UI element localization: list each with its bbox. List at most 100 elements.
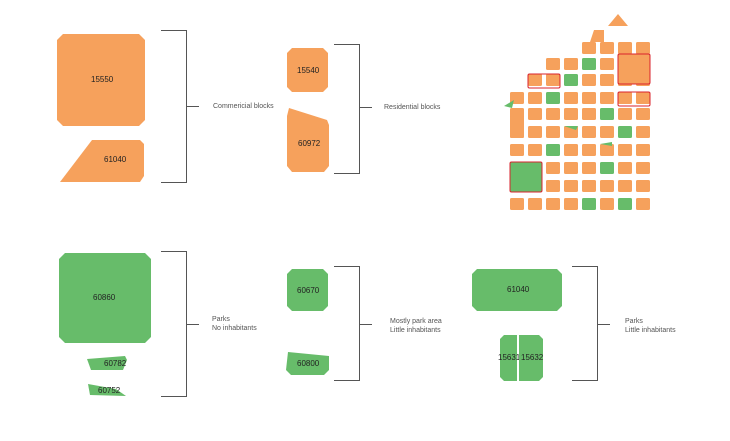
- map-block: [510, 144, 524, 156]
- map-block: [636, 144, 650, 156]
- caption-line-1: Mostly park area: [390, 318, 442, 325]
- mostly-park-bracket-tick: [360, 324, 372, 325]
- block-60782: 60782: [87, 356, 127, 370]
- commercial-bracket-tick: [187, 106, 199, 107]
- map-block: [600, 92, 614, 104]
- map-block: [600, 74, 614, 86]
- block-label: 60670: [297, 286, 320, 295]
- parks-no-inhabitants-bracket-tick: [187, 324, 199, 325]
- block-60972: 60972: [287, 108, 329, 172]
- block-60670: 60670: [287, 269, 328, 311]
- caption-line-2: Little inhabitants: [625, 327, 676, 334]
- map-block: [636, 92, 650, 104]
- block-15631: 15631: [498, 335, 521, 381]
- map-block: [546, 58, 560, 70]
- map-block: [590, 30, 604, 42]
- map-block: [600, 126, 614, 138]
- map-block: [600, 144, 614, 156]
- residential-caption: Residential blocks: [384, 104, 441, 111]
- map-block: [546, 126, 560, 138]
- block-60860: 60860: [59, 253, 151, 343]
- block-60752: 60752: [88, 384, 126, 396]
- block-label: 60752: [98, 386, 121, 395]
- map-block: [600, 198, 614, 210]
- map-block: [564, 144, 578, 156]
- map-block-large: [617, 53, 651, 85]
- map-block: [636, 198, 650, 210]
- map-block: [546, 108, 560, 120]
- map-highlight: [617, 91, 651, 107]
- map-block: [528, 144, 542, 156]
- map-block: [582, 144, 596, 156]
- block-label: 60800: [297, 359, 320, 368]
- map-block: [564, 58, 578, 70]
- block-61040-park: 61040: [472, 269, 562, 311]
- map-block: [528, 108, 542, 120]
- map-block: [582, 92, 596, 104]
- map-block: [618, 198, 632, 210]
- map-block: [618, 92, 632, 104]
- residential-bracket-tick: [360, 107, 372, 108]
- block-label: 15540: [297, 66, 320, 75]
- map-block: [636, 108, 650, 120]
- map-block-tip: [608, 14, 628, 26]
- city-block-map: [504, 14, 651, 210]
- map-block-tall: [510, 116, 524, 138]
- map-sliver: [504, 100, 514, 108]
- block-label: 61040: [507, 285, 530, 294]
- residential-bracket: [334, 44, 360, 174]
- map-block: [564, 162, 578, 174]
- block-label: 60782: [104, 359, 127, 368]
- map-block: [564, 198, 578, 210]
- caption-line-1: Parks: [625, 318, 643, 325]
- map-block: [564, 92, 578, 104]
- map-block: [636, 42, 650, 54]
- block-15540: 15540: [287, 48, 328, 92]
- map-block: [528, 126, 542, 138]
- block-61040-commercial: 61040: [60, 140, 144, 182]
- map-block: [546, 162, 560, 174]
- map-block: [600, 162, 614, 174]
- parks-no-inhabitants-bracket: [161, 251, 187, 397]
- map-block: [582, 126, 596, 138]
- block-label: 15631: [498, 353, 521, 362]
- map-block: [600, 58, 614, 70]
- map-block: [600, 108, 614, 120]
- map-block: [528, 92, 542, 104]
- caption-line-2: Little inhabitants: [390, 327, 441, 334]
- map-block: [564, 108, 578, 120]
- map-block: [546, 144, 560, 156]
- map-block: [582, 42, 596, 54]
- map-block: [600, 180, 614, 192]
- map-sliver: [600, 142, 612, 146]
- map-block: [636, 180, 650, 192]
- map-block: [618, 162, 632, 174]
- map-sliver: [564, 126, 578, 130]
- commercial-caption: Commericial blocks: [213, 103, 274, 110]
- map-block: [528, 198, 542, 210]
- map-block: [546, 92, 560, 104]
- parks-little-bracket: [572, 266, 598, 381]
- map-highlight: [527, 73, 561, 89]
- block-15632: 15632: [519, 335, 543, 381]
- map-block: [582, 198, 596, 210]
- block-label: 61040: [104, 155, 127, 164]
- map-block: [546, 198, 560, 210]
- mostly-park-caption: Mostly park area Little inhabitants: [390, 317, 442, 335]
- parks-little-caption: Parks Little inhabitants: [625, 317, 676, 335]
- block-label: 60972: [298, 139, 321, 148]
- block-15550: 15550: [57, 34, 145, 126]
- block-label: 15550: [91, 75, 114, 84]
- map-block: [582, 180, 596, 192]
- map-block: [636, 162, 650, 174]
- map-block: [618, 144, 632, 156]
- map-block: [582, 162, 596, 174]
- map-block: [618, 180, 632, 192]
- map-block: [582, 74, 596, 86]
- map-block: [528, 74, 542, 86]
- caption-line-1: Parks: [212, 316, 230, 323]
- parks-no-inhabitants-caption: Parks No inhabitants: [212, 315, 257, 333]
- map-park-large: [509, 161, 543, 193]
- map-block: [510, 198, 524, 210]
- map-block: [636, 126, 650, 138]
